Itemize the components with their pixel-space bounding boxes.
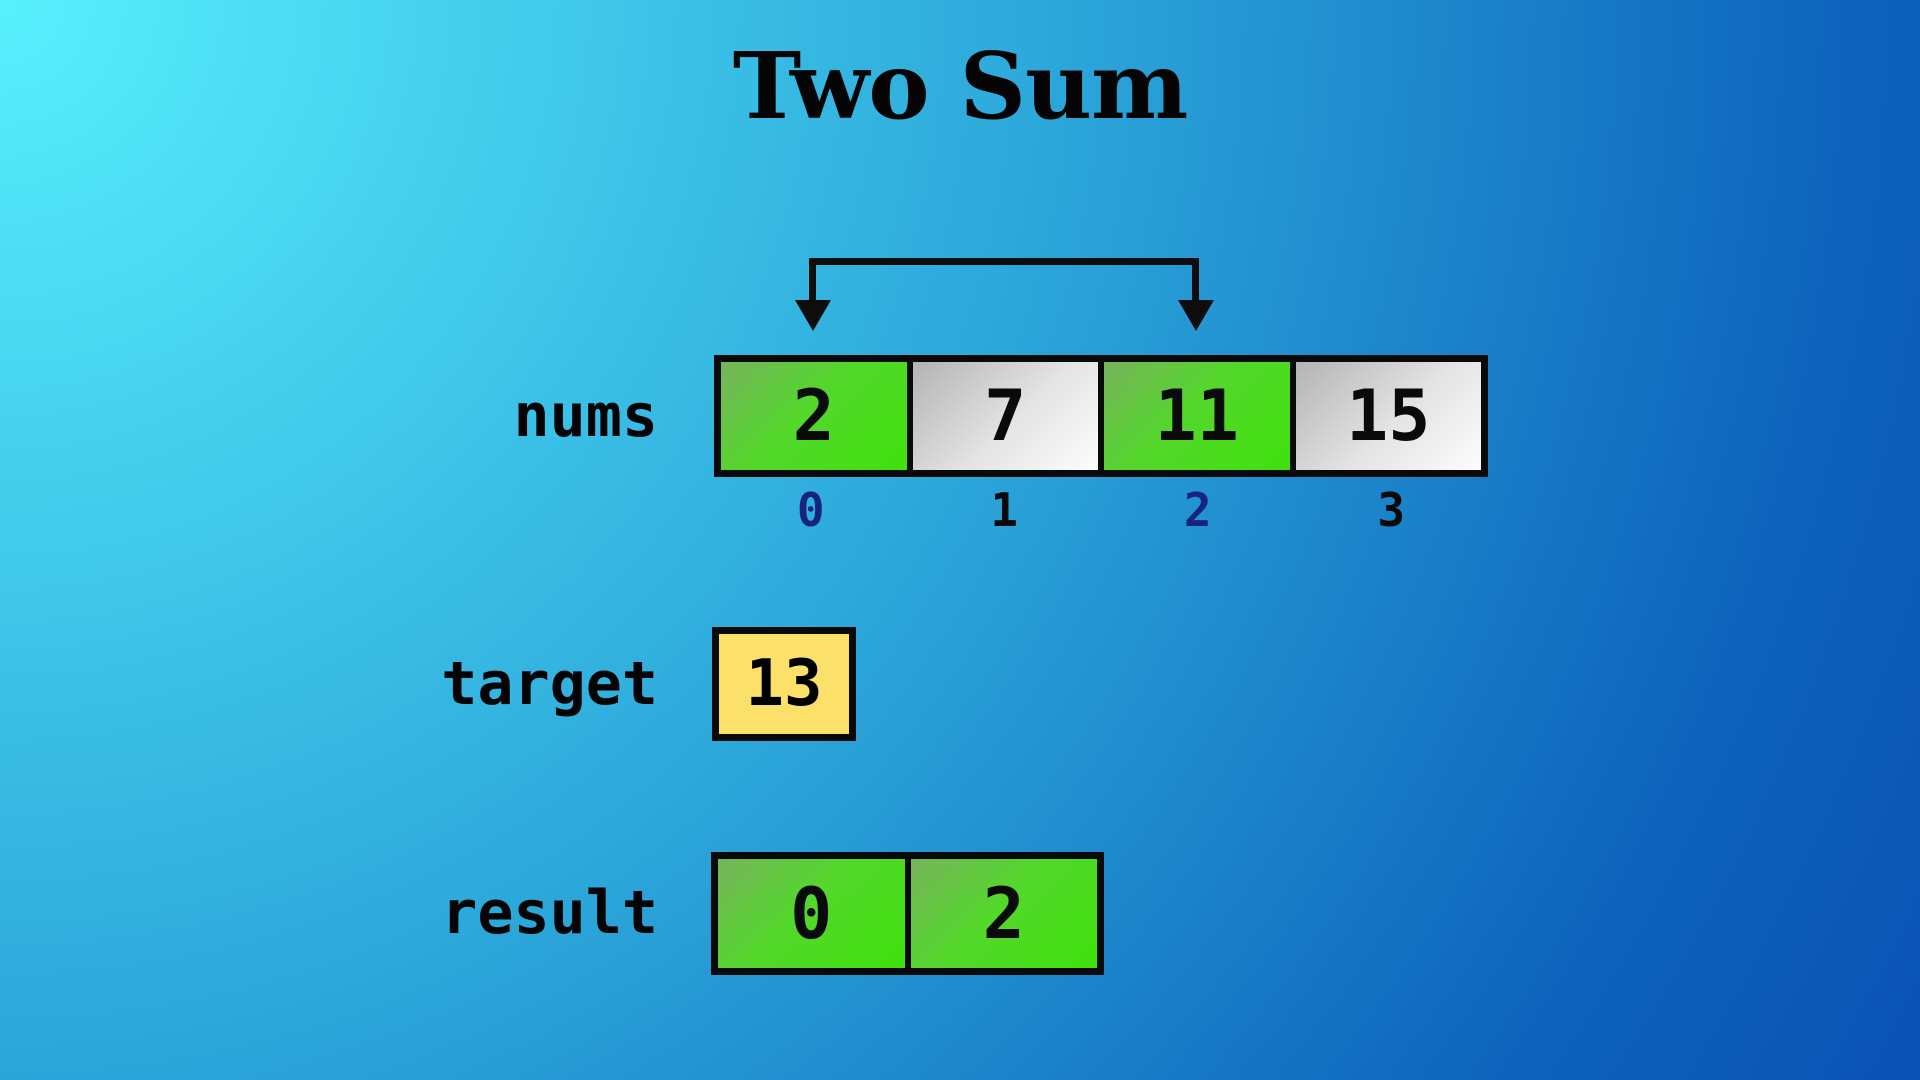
result-label: result — [441, 878, 658, 948]
result-array: 0 2 — [711, 852, 1104, 975]
target-value-box: 13 — [712, 627, 856, 741]
nums-cell-1: 7 — [906, 362, 1098, 470]
index-label-0: 0 — [796, 483, 825, 537]
nums-label: nums — [513, 381, 659, 451]
index-label-2: 2 — [1183, 483, 1212, 537]
arrow-down-icon — [1178, 300, 1214, 331]
nums-cell-0: 2 — [721, 362, 907, 470]
nums-array: 2 7 11 15 — [714, 355, 1488, 477]
page-title: Two Sum — [732, 32, 1189, 140]
index-label-3: 3 — [1377, 483, 1406, 537]
index-label-1: 1 — [990, 483, 1019, 537]
pair-connector-bracket — [809, 258, 1199, 304]
arrow-down-icon — [795, 300, 831, 331]
nums-index-row: 0 1 2 3 — [714, 484, 1488, 536]
nums-cell-2: 11 — [1098, 362, 1290, 470]
result-cell-0: 0 — [718, 859, 905, 968]
target-label: target — [441, 649, 658, 719]
result-cell-1: 2 — [904, 859, 1097, 968]
nums-cell-3: 15 — [1289, 362, 1481, 470]
